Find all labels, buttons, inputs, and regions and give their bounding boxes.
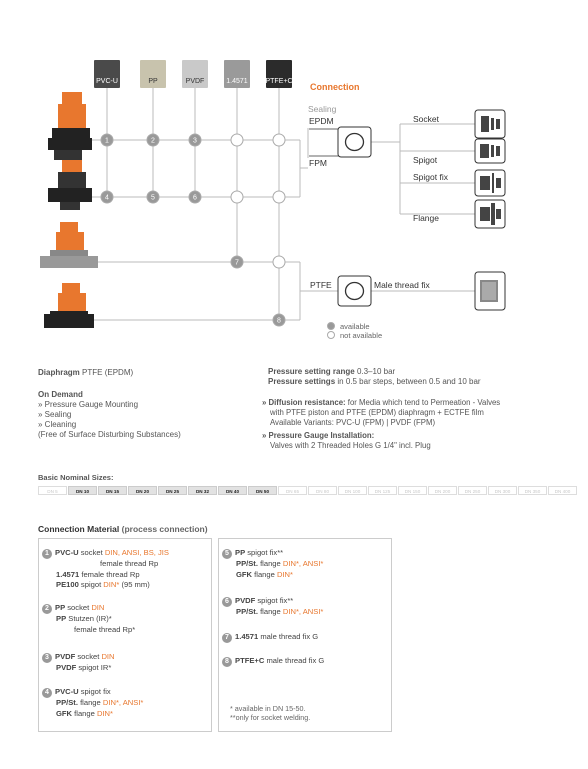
material-header-pp: PP xyxy=(140,60,166,88)
material-header-pvdf: PVDF xyxy=(182,60,208,88)
dn-size: DN 40 xyxy=(218,486,247,495)
male-thread-fix-label: Male thread fix xyxy=(374,280,430,290)
gauge-label: » Pressure Gauge Installation: xyxy=(262,431,375,441)
range-label: Pressure setting range xyxy=(268,367,355,376)
on-demand-item: » Cleaning xyxy=(38,420,77,429)
diffusion-value: for Media which tend to Permeation - Val… xyxy=(347,398,501,407)
connection-title: Connection xyxy=(310,82,360,92)
spigot-label: Spigot xyxy=(413,155,438,165)
diffusion-line-2: with PTFE piston and PTFE (EPDM) diaphra… xyxy=(270,407,484,417)
diaphragm-label: Diaphragm xyxy=(38,368,80,377)
material-header-1-4571: 1.4571 xyxy=(224,60,250,88)
settings-label: Pressure settings xyxy=(268,377,336,386)
gauge-line: Valves with 2 Threaded Holes G 1/4" incl… xyxy=(270,441,431,451)
node-8: 8 xyxy=(277,318,281,325)
connection-diagram: 1 2 3 4 5 6 7 8 xyxy=(40,88,506,339)
dn-size: DN 25 xyxy=(158,486,187,495)
dn-size: DN 65 xyxy=(278,486,307,495)
node-6: 6 xyxy=(193,195,197,202)
on-demand-list: » Pressure Gauge Mounting » Sealing » Cl… xyxy=(38,400,181,440)
dn-size: DN 5 xyxy=(38,486,67,495)
settings-value: in 0.5 bar steps, between 0.5 and 10 bar xyxy=(337,377,481,386)
dn-size: DN 20 xyxy=(128,486,157,495)
conn-material-panel-right xyxy=(218,538,392,732)
on-demand-title: On Demand xyxy=(38,390,83,399)
node-3: 3 xyxy=(193,138,197,145)
diffusion-line-3: Available Variants: PVC-U (FPM) | PVDF (… xyxy=(270,417,436,427)
dn-size: DN 15 xyxy=(98,486,127,495)
dn-size: DN 350 xyxy=(518,486,547,495)
nominal-title: Basic Nominal Sizes: xyxy=(38,473,114,482)
dn-size: DN 200 xyxy=(428,486,457,495)
dn-size: DN 125 xyxy=(368,486,397,495)
on-demand-item: » Sealing xyxy=(38,410,72,419)
dn-size: DN 250 xyxy=(458,486,487,495)
flange-label: Flange xyxy=(413,213,439,223)
range-value: 0.3–10 bar xyxy=(356,367,396,376)
node-5: 5 xyxy=(151,195,155,202)
dn-size: DN 50 xyxy=(248,486,277,495)
spigot-fix-label: Spigot fix xyxy=(413,172,448,182)
node-7: 7 xyxy=(235,260,239,267)
sealing-label: Sealing xyxy=(308,104,337,114)
node-2: 2 xyxy=(151,138,155,145)
footnote-1: * available in DN 15-50. xyxy=(230,704,306,713)
legend-available: available xyxy=(340,322,370,331)
pressure-info: Pressure setting range 0.3–10 bar Pressu… xyxy=(268,367,481,387)
node-4: 4 xyxy=(105,195,109,202)
on-demand-item: (Free of Surface Disturbing Substances) xyxy=(38,430,181,439)
legend-not-available: not available xyxy=(340,331,383,340)
dn-size: DN 32 xyxy=(188,486,217,495)
dn-size: DN 100 xyxy=(338,486,367,495)
diffusion-info: » Diffusion resistance: for Media which … xyxy=(262,398,500,451)
diffusion-label: » Diffusion resistance: xyxy=(262,398,346,407)
conn-material-heading: Connection Material (process connection) xyxy=(38,524,208,534)
ptfe-label: PTFE xyxy=(310,280,332,290)
socket-label: Socket xyxy=(413,114,439,124)
dn-size: DN 400 xyxy=(548,486,577,495)
dn-size: DN 300 xyxy=(488,486,517,495)
conn-material-panel-left xyxy=(38,538,212,732)
fpm-label: FPM xyxy=(309,158,327,168)
material-header-ptfe-c: PTFE+C xyxy=(265,60,293,88)
node-1: 1 xyxy=(105,138,109,145)
dn-size: DN 150 xyxy=(398,486,427,495)
diaphragm-value: PTFE (EPDM) xyxy=(82,368,134,377)
dn-size: DN 10 xyxy=(68,486,97,495)
diaphragm-line: Diaphragm PTFE (EPDM) xyxy=(38,368,133,377)
footnotes: * available in DN 15-50. **only for sock… xyxy=(230,704,310,722)
material-header-pvc-u: PVC-U xyxy=(94,60,120,88)
footnote-2: **only for socket welding. xyxy=(230,713,311,722)
epdm-label: EPDM xyxy=(309,116,334,126)
dn-size: DN 80 xyxy=(308,486,337,495)
conn-material-title: Connection Material xyxy=(38,524,120,534)
conn-material-subtitle: (process connection) xyxy=(121,524,208,534)
on-demand-item: » Pressure Gauge Mounting xyxy=(38,400,139,409)
